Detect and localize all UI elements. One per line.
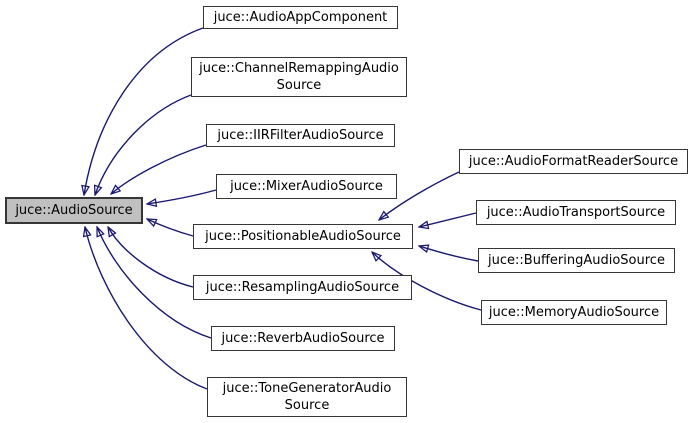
edge-mixer-to-audiosource [147,189,217,204]
node-label: juce::MixerAudioSource [230,179,383,194]
node-label: juce::BufferingAudioSource [488,253,665,268]
node-juce-audioformatreadersource[interactable]: juce::AudioFormatReaderSource [459,149,688,174]
node-juce-iirfilteraudiosource[interactable]: juce::IIRFilterAudioSource [206,124,395,147]
edge-audiotransport-to-positionable [419,212,477,227]
edge-audioappcomponent-to-audiosource [84,27,204,195]
node-juce-memoryaudiosource[interactable]: juce::MemoryAudioSource [481,300,667,325]
node-juce-audioappcomponent[interactable]: juce::AudioAppComponent [203,6,398,29]
edge-reverb-to-audiosource [97,227,212,339]
node-juce-audiosource: juce::AudioSource [5,197,143,224]
node-juce-tonegeneratoraudiosource[interactable]: juce::ToneGeneratorAudio Source [207,377,407,417]
node-juce-reverbaudiosource[interactable]: juce::ReverbAudioSource [211,326,395,351]
node-label: juce::ReverbAudioSource [221,331,385,346]
node-juce-audiotransportsource[interactable]: juce::AudioTransportSource [476,200,676,225]
node-label: juce::MemoryAudioSource [488,305,660,320]
edge-audioformatreader-to-positionable [379,171,460,220]
node-label: juce::ChannelRemappingAudio Source [199,61,399,93]
node-label: juce::IIRFilterAudioSource [217,128,384,143]
edge-tonegenerator-to-audiosource [85,227,208,390]
edge-channelremapping-to-audiosource [95,94,192,195]
edge-positionable-to-audiosource [147,219,194,237]
node-juce-bufferingaudiosource[interactable]: juce::BufferingAudioSource [478,248,675,273]
node-label: juce::PositionableAudioSource [205,229,401,244]
edge-memory-to-positionable [372,252,482,311]
edge-iirfilter-to-audiosource [111,144,207,194]
node-label: juce::ToneGeneratorAudio Source [222,381,392,413]
node-juce-channelremappingaudiosource[interactable]: juce::ChannelRemappingAudio Source [191,57,407,97]
node-label: juce::AudioFormatReaderSource [468,154,679,169]
node-juce-mixeraudiosource[interactable]: juce::MixerAudioSource [216,174,397,199]
edge-buffering-to-positionable [419,246,479,262]
edge-resampling-to-audiosource [108,227,194,288]
node-label: juce::AudioTransportSource [486,205,666,220]
node-label: juce::ResamplingAudioSource [205,280,400,295]
node-juce-resamplingaudiosource[interactable]: juce::ResamplingAudioSource [193,275,412,300]
node-label: juce::AudioAppComponent [213,10,388,25]
node-juce-positionableaudiosource[interactable]: juce::PositionableAudioSource [193,224,413,249]
node-label: juce::AudioSource [15,203,133,218]
